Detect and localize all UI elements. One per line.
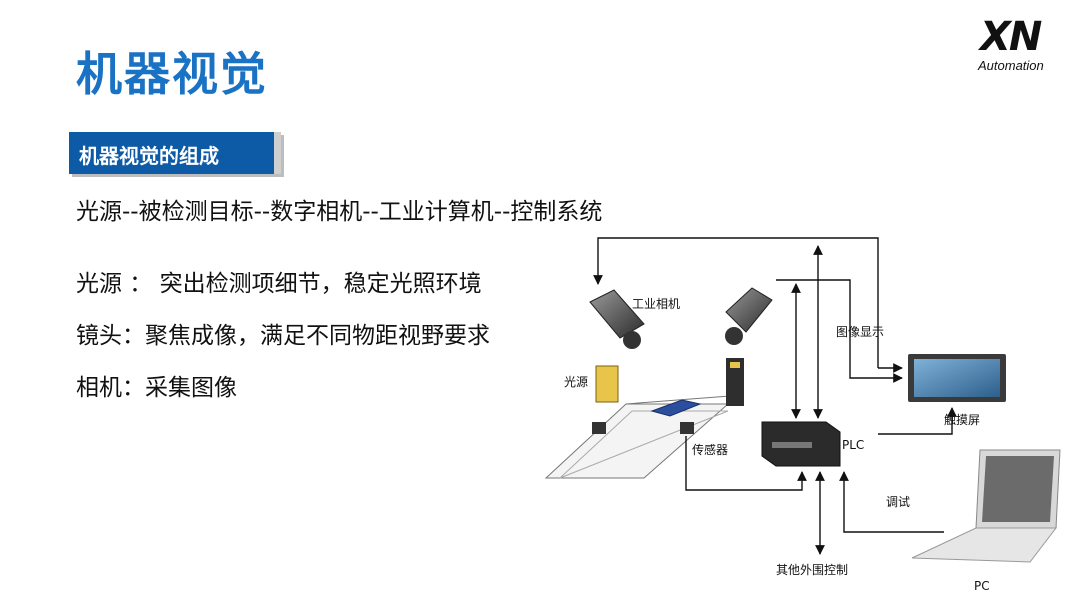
connection-lines <box>593 237 957 555</box>
logo-mark: XN <box>980 14 1042 60</box>
plc-unit <box>761 421 841 467</box>
debug-label: 调试 <box>886 494 910 509</box>
company-logo: XN Automation <box>974 14 1070 74</box>
section-label: 机器视觉的组成 <box>79 144 219 168</box>
pc-laptop <box>911 449 1061 563</box>
section-header: 机器视觉的组成 <box>69 132 281 174</box>
light-source-unit <box>592 365 619 434</box>
composition-line: 光源--被检测目标--数字相机--工业计算机--控制系统 <box>76 199 603 225</box>
industrial-camera-left <box>589 289 645 349</box>
camera-label: 工业相机 <box>632 297 680 311</box>
industrial-camera-right <box>725 287 773 345</box>
target-object <box>650 399 702 417</box>
light-source-line: 光源 ： 突出检测项细节，稳定光照环境 <box>76 271 482 297</box>
conveyor-belt <box>544 395 731 479</box>
touchscreen-label: 触摸屏 <box>944 413 980 427</box>
camera-line: 相机：采集图像 <box>76 375 237 401</box>
lens-line: 镜头：聚焦成像，满足不同物距视野要求 <box>76 323 490 349</box>
machine-vision-diagram: 光源 传感器 工业相机 PLC 触摸屏 PC <box>544 237 1061 593</box>
light-source-label: 光源 <box>564 375 588 389</box>
pc-label: PC <box>974 579 990 593</box>
logo-subtitle: Automation <box>978 58 1044 73</box>
sensor-label: 传感器 <box>692 442 728 457</box>
page-title: 机器视觉 <box>76 47 268 101</box>
image-display-label: 图像显示 <box>836 325 884 339</box>
sensor-unit <box>680 358 744 434</box>
peripheral-control-label: 其他外围控制 <box>776 563 848 577</box>
plc-label: PLC <box>842 438 864 452</box>
touchscreen-device <box>908 354 1006 402</box>
